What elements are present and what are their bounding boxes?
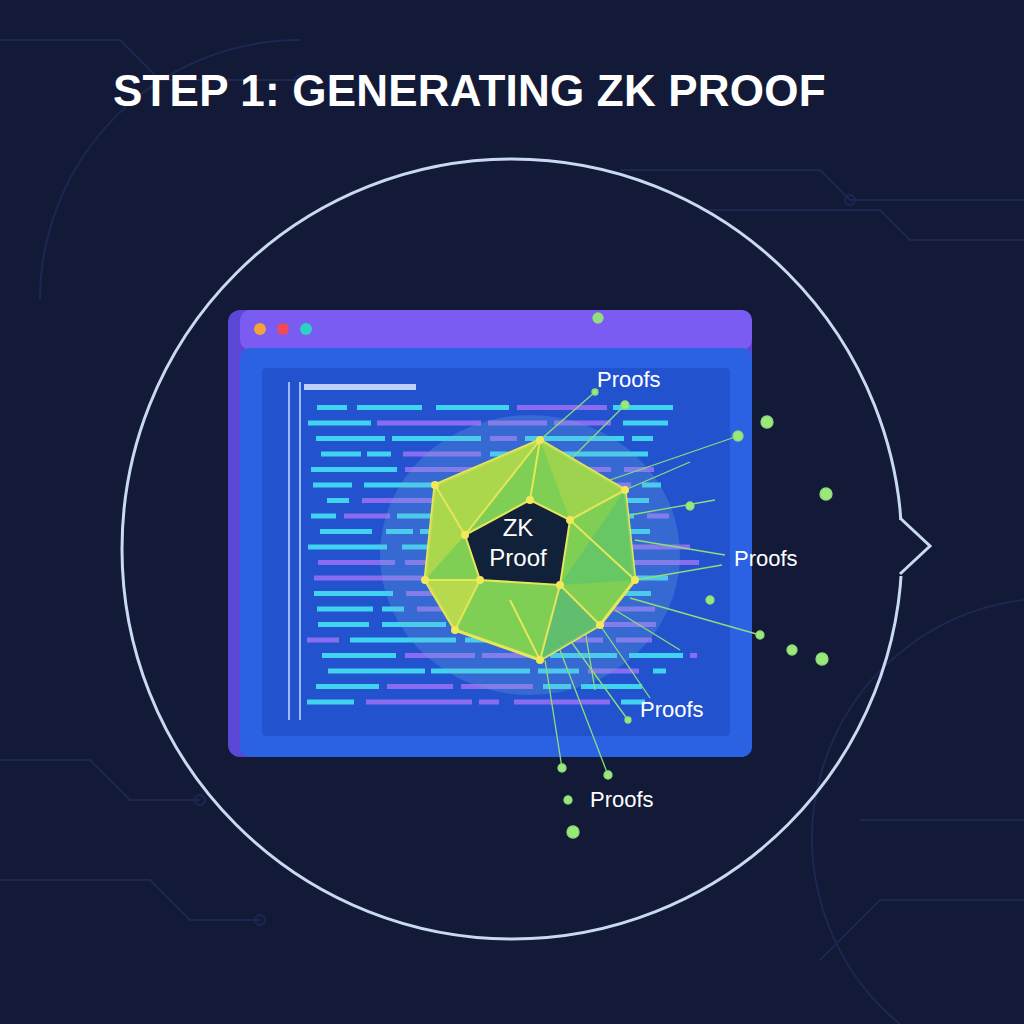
code-lines bbox=[307, 405, 699, 705]
proof-label: Proofs bbox=[640, 697, 704, 723]
proof-label: Proofs bbox=[590, 787, 654, 813]
circuit-traces bbox=[0, 40, 1024, 1024]
node-label: ZK Proof bbox=[479, 513, 557, 573]
diagram-title: STEP 1: GENERATING ZK PROOF bbox=[113, 66, 826, 116]
proof-rays bbox=[540, 313, 832, 838]
proof-label: Proofs bbox=[734, 546, 798, 572]
proof-label: Proofs bbox=[597, 367, 661, 393]
proof-polyhedron: ZK Proof bbox=[410, 425, 650, 675]
glow bbox=[380, 415, 680, 695]
browser-window bbox=[228, 310, 752, 757]
speech-circle bbox=[122, 159, 930, 939]
